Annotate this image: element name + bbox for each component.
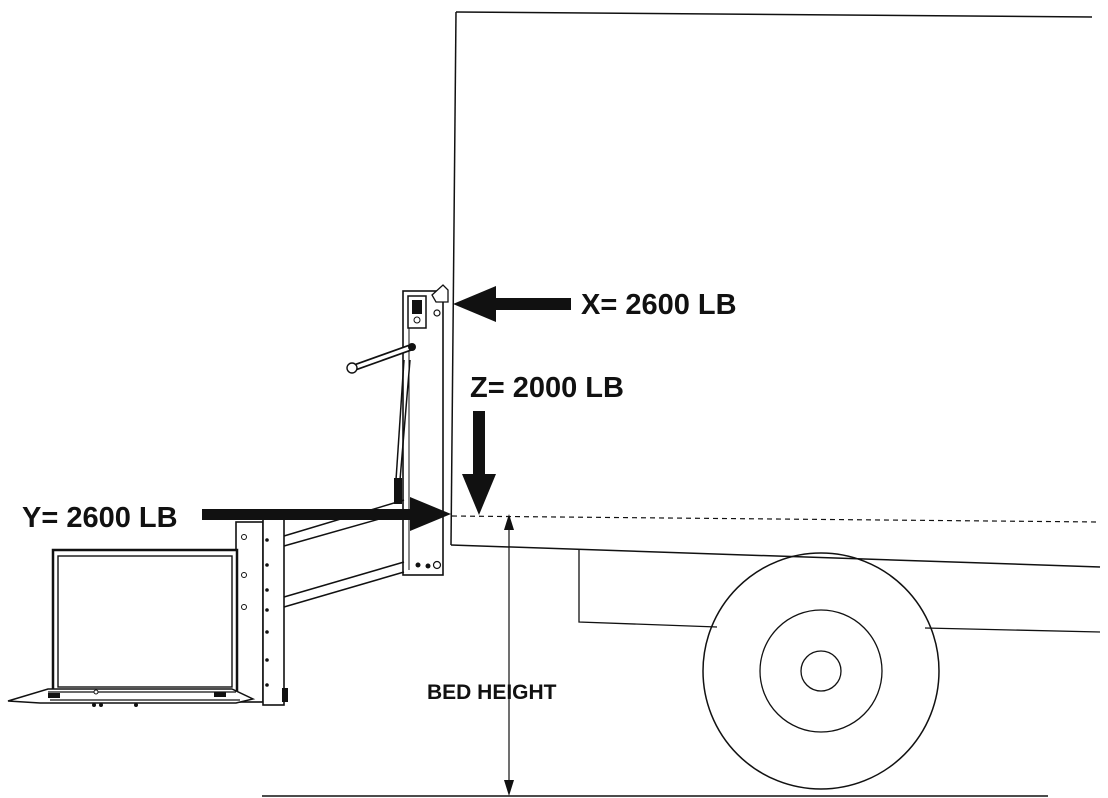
x-force-arrow — [453, 286, 571, 322]
cargo-box — [51, 548, 239, 695]
truck-wheel — [702, 552, 940, 790]
platform-deck — [7, 688, 256, 707]
y-force-arrow — [202, 497, 451, 531]
z-force-label: Z= 2000 LB — [470, 372, 624, 404]
truck-body — [450, 11, 1101, 568]
z-force-arrow — [462, 411, 496, 515]
x-force-label: X= 2600 LB — [581, 289, 737, 321]
hydraulic-cylinder — [394, 359, 411, 504]
liftgate-handle — [346, 343, 416, 374]
platform-column — [235, 516, 288, 706]
y-force-label: Y= 2600 LB — [22, 502, 178, 534]
bed-height-dimension — [504, 514, 514, 796]
truck-chassis — [578, 550, 1101, 633]
bed-height-label: BED HEIGHT — [427, 681, 557, 704]
liftgate-column — [402, 284, 449, 576]
